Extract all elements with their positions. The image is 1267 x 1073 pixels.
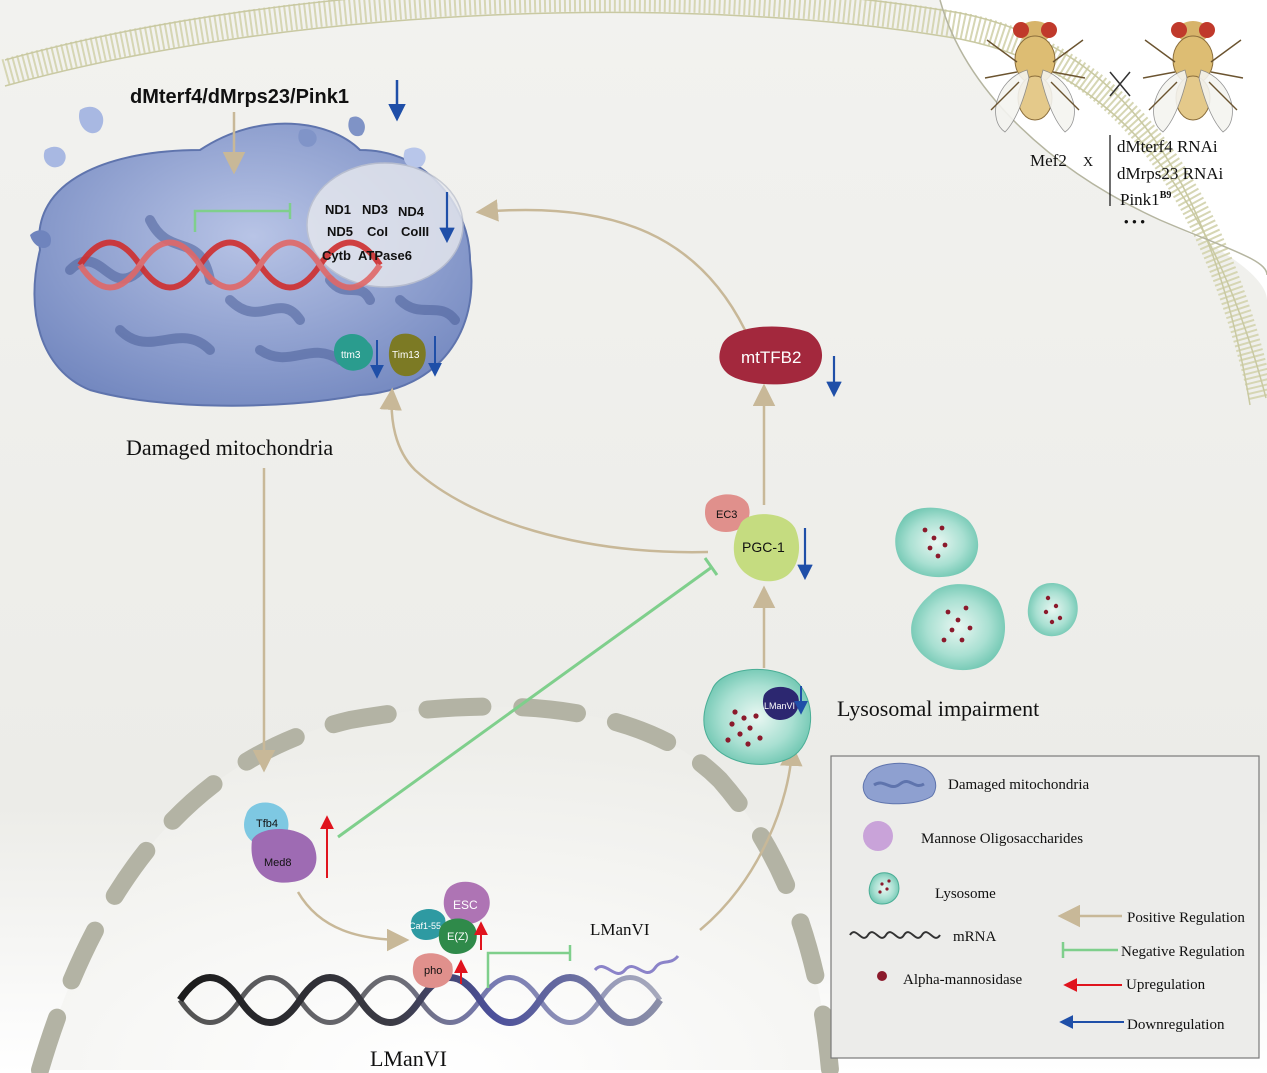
svg-text:Caf1-55: Caf1-55 [409,921,441,931]
cross-icon [1109,71,1131,97]
gene-cytb: Cytb [322,248,351,263]
gene-knockdown-label: dMterf4/dMrps23/Pink1 [130,86,349,108]
mtdna-helix [77,239,383,291]
lmanvi-mrna-label: LManVI [590,920,650,939]
legend-damaged-mito-label: Damaged mitochondria [948,777,1090,793]
fly-icon [1142,21,1244,133]
lmanvi-protein: LManVI [762,686,799,720]
legend-box: Damaged mitochondria Mannose Oligosaccha… [830,755,1260,1059]
cross-symbol: X [1083,155,1093,170]
legend-down-label: Downregulation [1127,1017,1225,1033]
mtdna-gene-bubble [306,162,464,288]
legend-mrna-icon [849,931,941,939]
fly-line-2: dMrps23 RNAi [1117,164,1224,183]
ez-protein: E(Z) [438,918,477,954]
svg-text:ESC: ESC [453,898,478,912]
inhibition-line [193,209,290,232]
svg-text:PGC-1: PGC-1 [742,539,785,555]
svg-text:pho: pho [424,965,442,977]
gene-coi: CoI [367,224,388,239]
pgc1-protein: PGC-1 [733,514,800,582]
pgc1-to-mito-arrow [379,387,709,554]
gene-nd4: ND4 [398,204,425,219]
genomic-dna-helix [177,974,663,1026]
svg-text:LManVI: LManVI [764,701,795,711]
caf155-protein: Caf1-55 [409,909,446,940]
mediator-to-prc-arrow [296,891,410,952]
legend-damaged-mito-icon [862,762,937,805]
svg-text:Med8: Med8 [264,857,292,869]
pgc1-inhibition-bar [703,557,719,576]
fly-icon [984,21,1086,133]
lmanvi-mrna [593,954,680,975]
damaged-mitochondrion [30,106,473,407]
legend-alpha-label: Alpha-mannosidase [903,972,1022,988]
pho-protein: pho [412,953,453,988]
lysosome-3 [1027,583,1078,637]
mttfb2-protein: mtTFB2 [719,326,823,385]
gene-nd3: ND3 [362,202,388,217]
legend-negative-label: Negative Regulation [1121,944,1245,960]
svg-text:ttm3: ttm3 [341,350,361,361]
gene-nd5: ND5 [327,224,353,239]
legend-positive-label: Positive Regulation [1127,910,1245,926]
svg-text:mtTFB2: mtTFB2 [741,348,801,367]
ttm3-protein: ttm3 [333,334,373,371]
legend-mannose-icon [863,821,893,851]
legend-alpha-icon [877,971,887,981]
legend-mannose-label: Mannose Oligosaccharides [921,831,1083,847]
svg-text:EC3: EC3 [716,509,737,521]
med8-protein: Med8 [251,828,317,883]
legend-lysosome-icon [868,872,900,905]
svg-text:Tfb4: Tfb4 [256,818,278,830]
gene-nd1: ND1 [325,202,351,217]
mrna-to-lysosome-arrow [699,743,803,931]
lmanvi-gene-label: LManVI [370,1046,447,1071]
more-lines: • • • [1124,214,1145,229]
mttfb2-to-mtdna-arrow [475,199,747,331]
lysosome-1 [895,507,979,578]
fly-line-3: Pink1B9 [1120,190,1171,209]
impaired-lysosome [703,668,812,765]
fly-cross-panel: Mef2 X dMterf4 RNAi dMrps23 RNAi Pink1B9… [984,21,1244,229]
svg-text:E(Z): E(Z) [447,931,468,943]
lysosome-2 [911,584,1006,671]
esc-protein: ESC [443,881,490,925]
svg-text:Tim13: Tim13 [392,350,420,361]
zoom-outline [939,0,1267,276]
ec3-protein: EC3 [704,494,750,532]
gene-atpase6: ATPase6 [358,248,412,263]
prc-inhibits-lmanvi [486,951,570,988]
damaged-mito-label: Damaged mitochondria [126,435,333,460]
tim13-protein: Tim13 [388,333,426,377]
legend-up-label: Upregulation [1126,977,1206,993]
driver-label: Mef2 [1030,151,1067,170]
fly-line-1: dMterf4 RNAi [1117,137,1218,156]
legend-mrna-label: mRNA [953,929,997,945]
legend-lysosome-label: Lysosome [935,886,996,902]
lysosomal-impairment-label: Lysosomal impairment [837,696,1039,721]
mediator-inhibits-pgc1 [337,565,713,839]
cell-membrane [1,0,1267,406]
gene-coiii: CoIII [401,224,429,239]
